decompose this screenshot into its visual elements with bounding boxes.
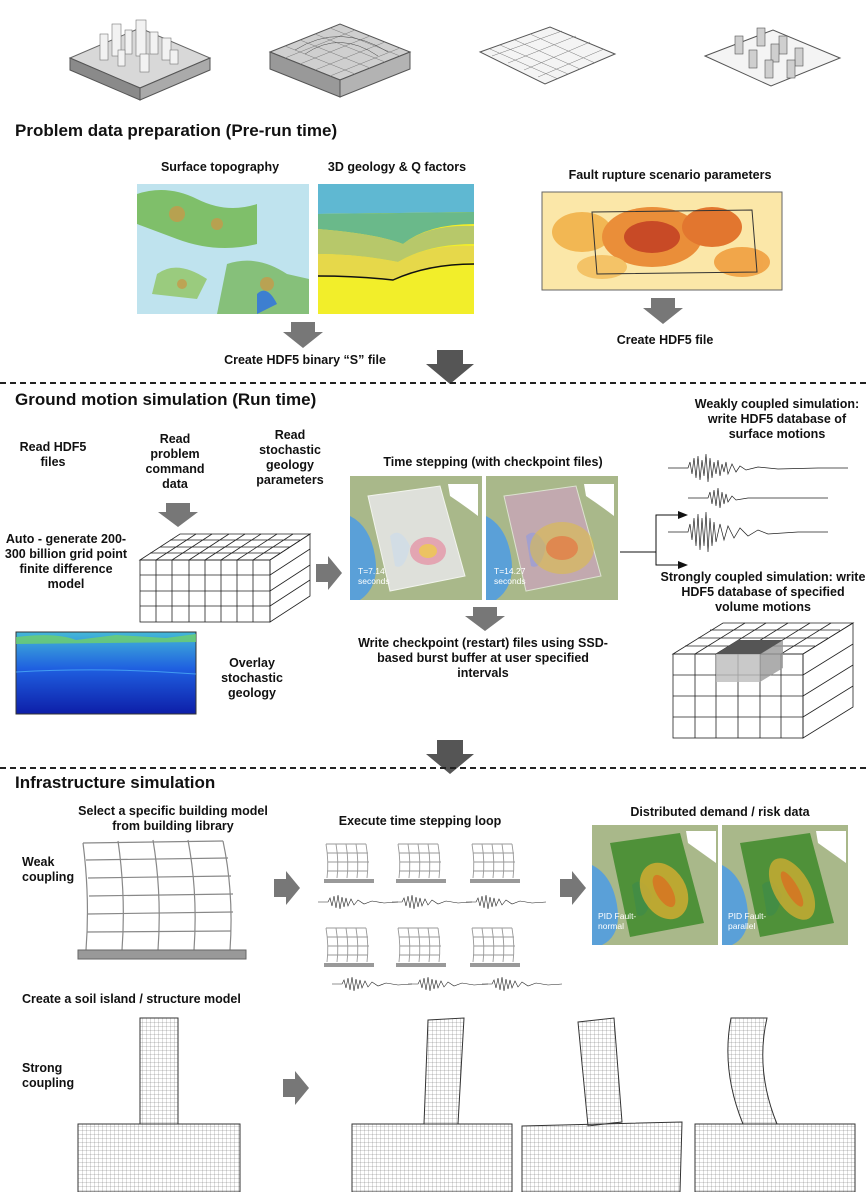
read-stochastic-label: Read stochastic geology parameters <box>256 428 324 487</box>
execute-loop-label: Execute time stepping loop <box>338 814 502 828</box>
create-hdf5-label: Create HDF5 file <box>616 333 714 347</box>
time-label-1: T=7.14 seconds <box>358 566 390 586</box>
distributed-label: Distributed demand / risk data <box>630 805 810 819</box>
surface-grid-icon <box>478 26 617 85</box>
section-title-infra: Infrastructure simulation <box>15 773 216 792</box>
branch-arrows <box>620 511 688 569</box>
volume-motion-grid <box>671 622 855 739</box>
arrow-down-topo <box>283 322 323 348</box>
arrow-right-execute <box>560 871 586 905</box>
strongly-coupled-label: Strongly coupled simulation: write HDF5 … <box>660 570 866 614</box>
geology-q-cross-section <box>317 184 475 314</box>
surface-motion-seismograms <box>668 453 848 553</box>
overlay-label: Overlay stochastic geology <box>221 656 283 700</box>
time-step-map-1 <box>350 476 482 600</box>
arrow-right-weak <box>274 871 300 905</box>
city-block-model-icon <box>68 19 212 101</box>
soil-island-label: Create a soil island / structure model <box>22 992 241 1006</box>
arrow-down-read <box>158 503 198 527</box>
auto-generate-label: Auto - generate 200-300 billion grid poi… <box>4 532 128 591</box>
arrow-right-strong <box>283 1071 309 1105</box>
pid-normal-caption: PID Fault-normal <box>598 911 637 931</box>
read-hdf5-label: Read HDF5 files <box>19 440 87 469</box>
arrow-down-fault <box>643 298 683 324</box>
structures-on-grid-icon <box>703 27 842 87</box>
finite-difference-grid <box>138 533 312 623</box>
arrow-down-big-1 <box>426 350 474 384</box>
pid-fault-normal-map <box>592 825 718 945</box>
fault-rupture-heatmap <box>541 191 783 291</box>
weak-coupling-label: Weak coupling <box>22 855 75 884</box>
checkpoint-label: Write checkpoint (restart) files using S… <box>358 636 608 680</box>
time-stepping-loop-grid <box>317 843 563 992</box>
create-s-file-label: Create HDF5 binary “S” file <box>224 353 386 367</box>
time-stepping-label: Time stepping (with checkpoint files) <box>383 455 603 469</box>
arrow-right-grid <box>316 556 342 590</box>
read-command-label: Read problem command data <box>145 432 205 491</box>
fault-params-label: Fault rupture scenario parameters <box>568 168 772 182</box>
weakly-coupled-label: Weakly coupled simulation: write HDF5 da… <box>694 397 860 441</box>
arrow-down-checkpoint <box>465 607 505 631</box>
section-title-prep: Problem data preparation (Pre-run time) <box>15 121 338 140</box>
time-label-2: T=14.27 seconds <box>494 566 526 586</box>
soil-structure-deformed-1 <box>351 1017 513 1192</box>
layered-mesh-model-icon <box>268 23 412 98</box>
arrow-down-big-2 <box>426 740 474 774</box>
geology-q-label: 3D geology & Q factors <box>327 160 467 174</box>
pid-fault-parallel-map <box>722 825 848 945</box>
select-model-label: Select a specific building model from bu… <box>78 804 268 833</box>
soil-structure-deformed-2 <box>521 1017 683 1192</box>
surface-topography-label: Surface topography <box>160 160 280 174</box>
time-step-map-2 <box>486 476 618 600</box>
stochastic-geology-image <box>15 631 197 715</box>
soil-structure-deformed-3 <box>694 1017 856 1192</box>
surface-topography-map <box>137 184 309 314</box>
building-frame-model <box>77 839 247 960</box>
pid-parallel-caption: PID Fault-parallel <box>728 911 767 931</box>
section-title-ground: Ground motion simulation (Run time) <box>15 390 317 409</box>
soil-structure-model <box>77 1017 241 1192</box>
strong-coupling-label: Strong coupling <box>22 1061 75 1090</box>
